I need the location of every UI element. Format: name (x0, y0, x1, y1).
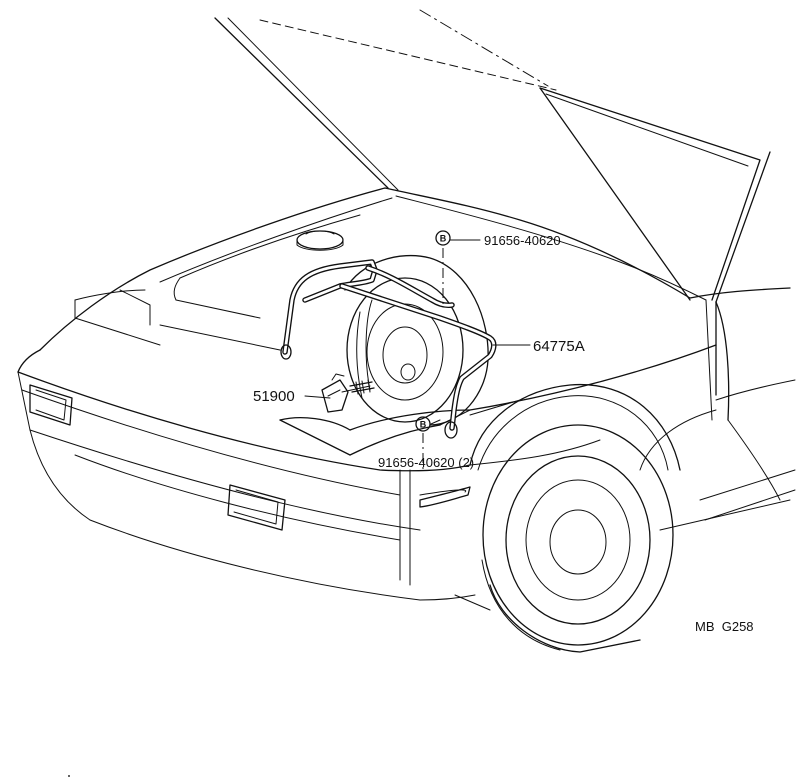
bolt-top-badge: B (435, 230, 451, 246)
scan-speck (68, 775, 70, 777)
holder-part-number: 51900 (253, 388, 295, 405)
spare-tire-stay-rod (280, 259, 497, 439)
svg-text:B: B (420, 420, 427, 430)
stay-rod-part-number: 64775A (533, 338, 585, 355)
hood (214, 9, 771, 303)
front-wheel (419, 383, 681, 653)
car-body (17, 187, 796, 601)
bolt-bottom-part-number: 91656-40620 (2) (378, 455, 474, 470)
svg-text:B: B (440, 234, 447, 244)
bolt-top-part-number: 91656-40620 (484, 233, 561, 248)
figure-code: MB G258 (695, 619, 754, 634)
spare-tire-holder (321, 373, 375, 413)
leader-lines (304, 239, 531, 470)
bolt-bottom-badge: B (415, 416, 431, 432)
